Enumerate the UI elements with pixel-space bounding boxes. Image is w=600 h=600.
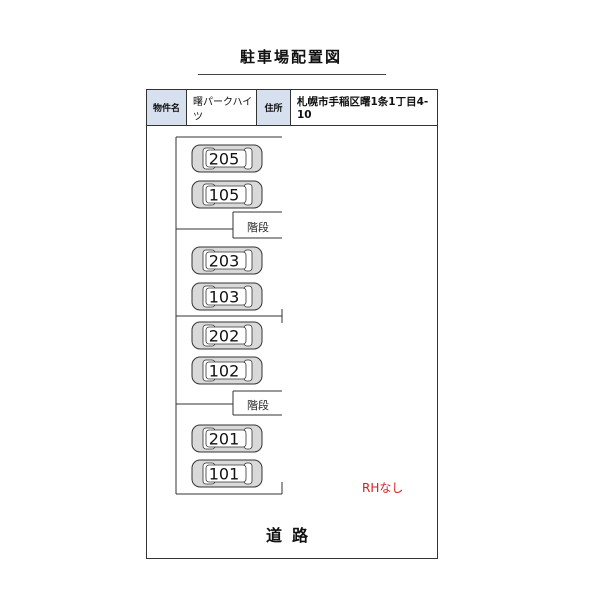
title-underline	[198, 74, 386, 75]
car-cabin	[205, 185, 247, 204]
car-cabin	[205, 361, 247, 380]
space-number: 102	[209, 362, 240, 381]
parking-space-101: 101	[191, 459, 263, 488]
parking-space-205: 205	[191, 144, 263, 173]
car-cabin	[205, 429, 247, 448]
stairs-label: 階段	[247, 221, 269, 234]
parking-space-103: 103	[191, 282, 263, 311]
address-value: 札幌市手稲区曙1条1丁目4-10	[297, 96, 429, 121]
car-cabin	[205, 149, 247, 168]
space-number: 205	[209, 150, 240, 169]
parking-space-202: 202	[191, 321, 263, 350]
property-name-label: 物件名	[147, 90, 187, 125]
road-label: 道路	[265, 526, 318, 545]
space-number: 201	[209, 430, 240, 449]
parking-sheet: 物件名 曙パークハイツ 住所 札幌市手稲区曙1条1丁目4-10	[146, 89, 438, 559]
parking-space-105: 105	[191, 180, 263, 209]
parking-space-102: 102	[191, 356, 263, 385]
parking-space-203: 203	[191, 246, 263, 275]
parking-space-201: 201	[191, 424, 263, 453]
stairs-label: 階段	[247, 399, 269, 412]
car-cabin	[205, 287, 247, 306]
property-name-value: 曙パークハイツ	[187, 90, 257, 125]
car-cabin	[205, 464, 247, 483]
space-number: 203	[209, 252, 240, 271]
car-cabin	[205, 251, 247, 270]
car-cabin	[205, 326, 247, 345]
page-title: 駐車場配置図	[239, 48, 342, 66]
rh-note: RHなし	[362, 481, 404, 495]
space-number: 101	[209, 465, 240, 484]
space-number: 103	[209, 288, 240, 307]
address-label: 住所	[257, 90, 291, 125]
space-number: 202	[209, 327, 240, 346]
property-info-row: 物件名 曙パークハイツ 住所 札幌市手稲区曙1条1丁目4-10	[147, 90, 437, 126]
space-number: 105	[209, 186, 240, 205]
